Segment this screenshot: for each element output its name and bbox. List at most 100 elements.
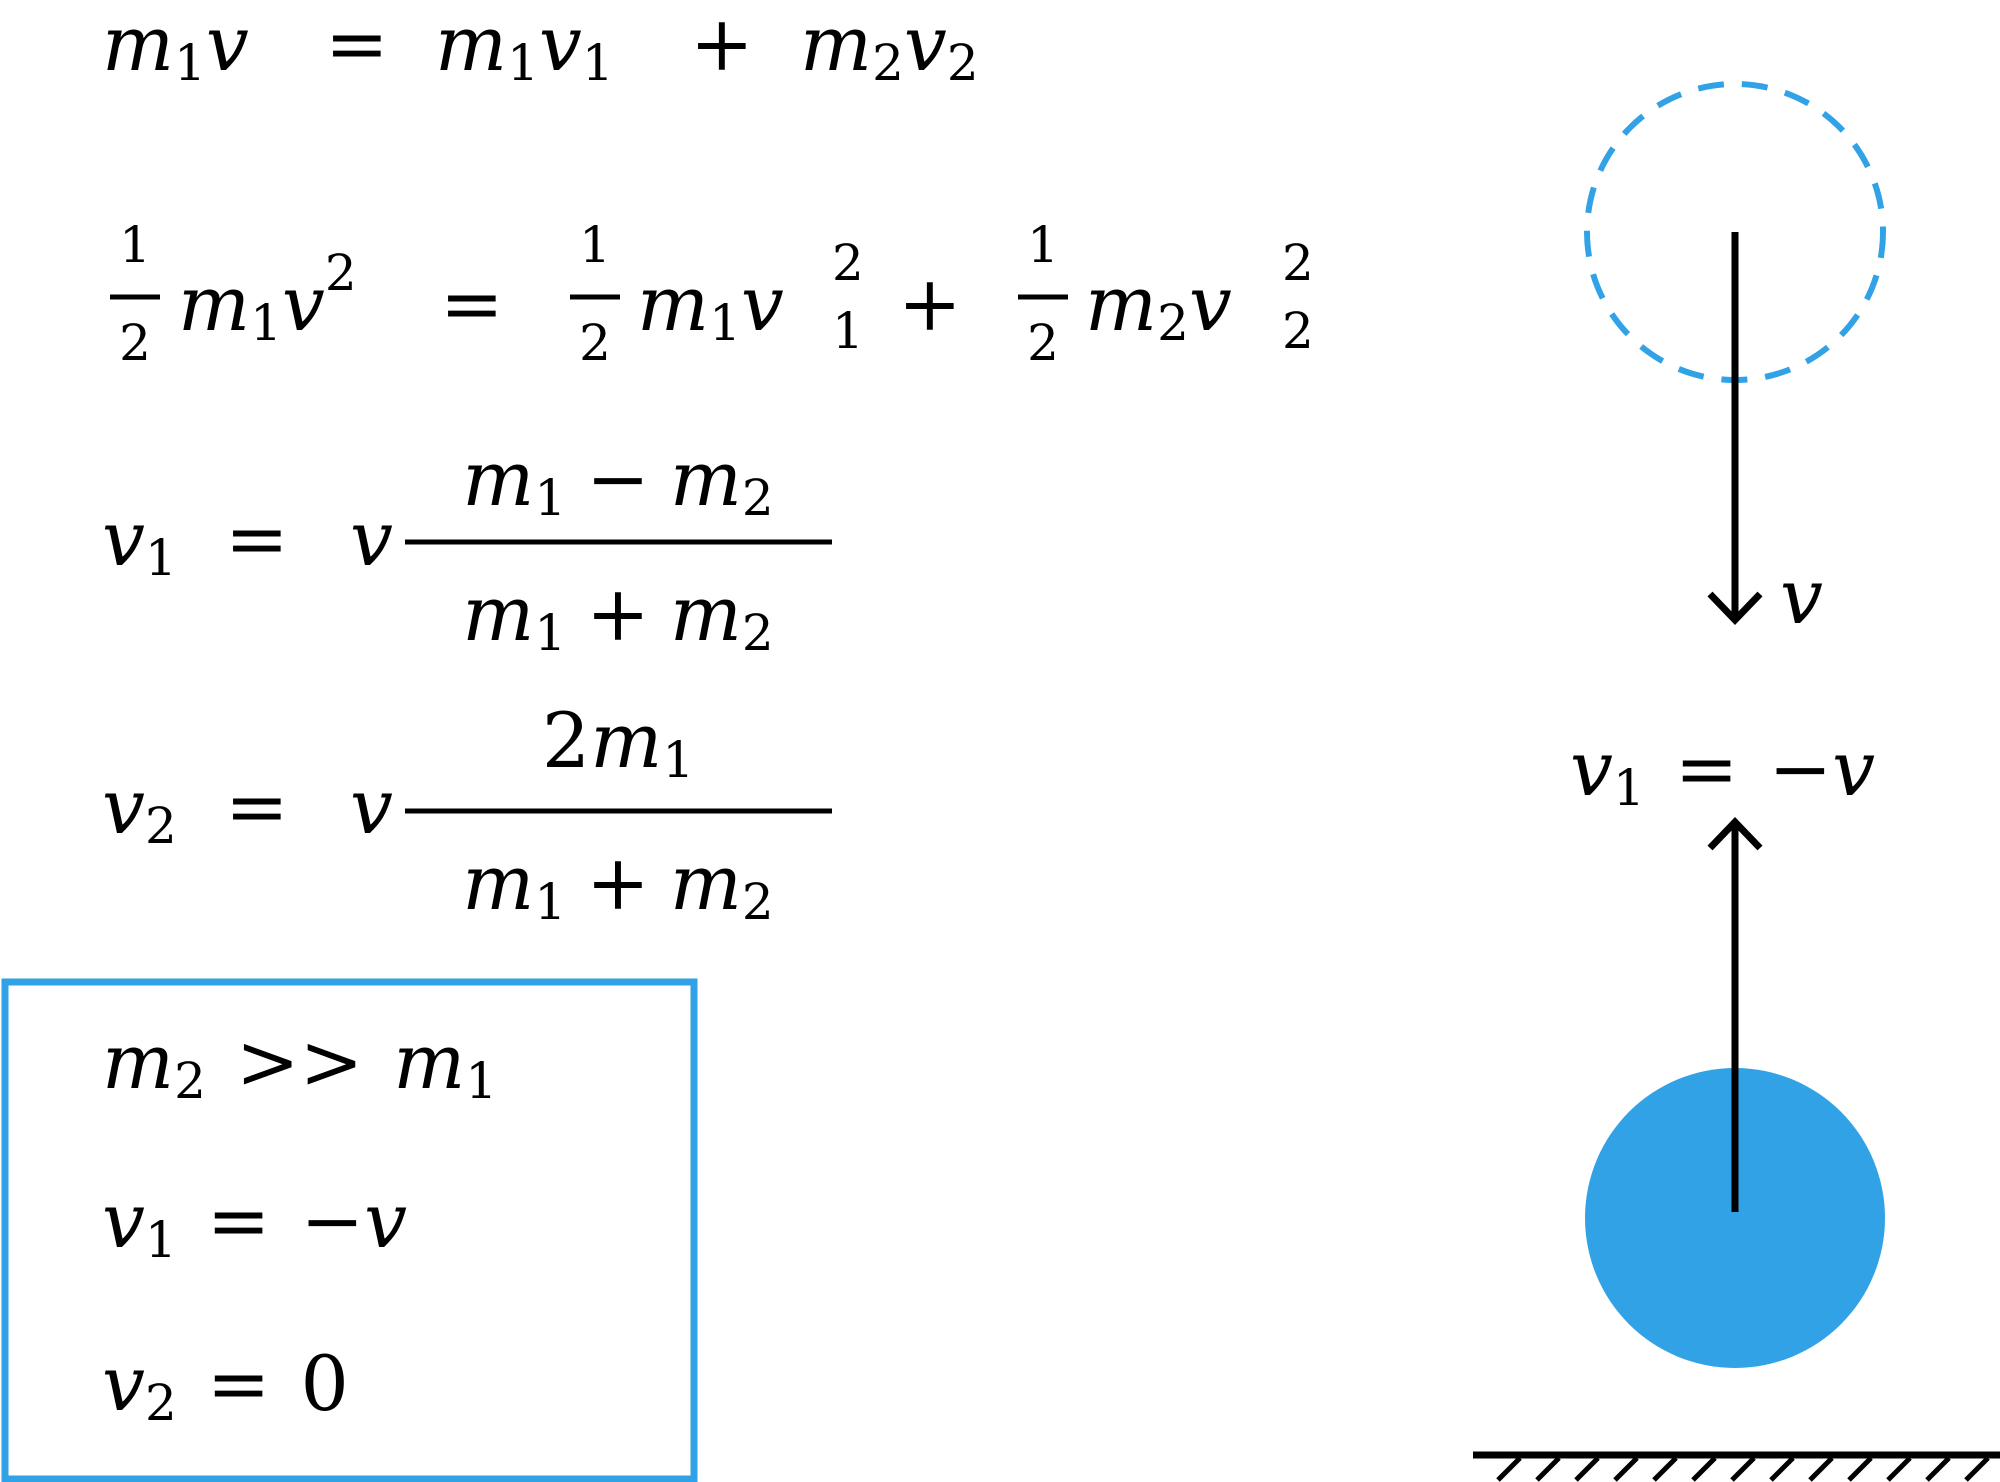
svg-text:m1+m2: m1+m2 [462, 838, 773, 931]
v1-num-m1: m [462, 434, 534, 523]
v1-formula: v1 = v m1−m2 m1+m2 [102, 434, 832, 662]
energy-equation: 1 2 m1v2 = 1 2 m1v 2 1 + 1 2 m2v 2 2 [110, 216, 1314, 372]
rebound-velocity-arrow [1707, 816, 1763, 1212]
result-box-frame [1, 978, 698, 1482]
result-box: m2>>m1 v1=−v v2=0 [1, 978, 698, 1482]
ground-hatch-stroke [1964, 1456, 1990, 1482]
v2-formula-factor: v [350, 762, 393, 851]
energy-equals: = [440, 259, 504, 348]
svg-text:m1v1: m1v1 [435, 0, 614, 92]
v2-formula-lhs: v [102, 762, 145, 851]
energy-t1-m-sub: 1 [709, 294, 741, 352]
v2-formula: v2 = v 2m1 m1+m2 [102, 696, 832, 931]
momentum-t2-m-sub: 2 [872, 34, 904, 92]
rebound-label-minus: − [1768, 724, 1832, 813]
energy-lhs-m-sub: 1 [250, 294, 282, 352]
v2-den-m1-sub: 1 [534, 873, 566, 931]
momentum-lhs-v: v [206, 0, 249, 88]
rebound-label-v: v [1570, 724, 1613, 813]
ground-hatch-stroke [1613, 1456, 1639, 1482]
incoming-arrowhead [1707, 591, 1763, 626]
momentum-lhs-m-sub: 1 [174, 34, 206, 92]
energy-t1-v-sub: 1 [832, 302, 864, 360]
v1-num-m2: m [670, 434, 742, 523]
result-v2-rhs: 0 [300, 1339, 348, 1428]
ground-surface [1473, 1451, 2000, 1482]
v1-num-op: − [586, 434, 650, 523]
rebound-arrowhead [1707, 816, 1763, 851]
v1-formula-equals: = [225, 494, 289, 583]
energy-t1-v-sup: 2 [832, 234, 864, 292]
v1-formula-factor: v [350, 494, 393, 583]
svg-text:m1+m2: m1+m2 [462, 569, 773, 662]
energy-lhs-m: m [178, 259, 250, 348]
energy-lhs-half-num: 1 [119, 216, 151, 274]
svg-text:2m1: 2m1 [542, 696, 694, 789]
ground-hatch-stroke [1925, 1456, 1951, 1482]
energy-t2-m-sub: 2 [1157, 294, 1189, 352]
rebound-label-v-sub: 1 [1613, 759, 1645, 817]
svg-text:m1v2: m1v2 [178, 244, 357, 352]
svg-text:v2=0: v2=0 [102, 1339, 349, 1432]
momentum-lhs-m: m [102, 0, 174, 88]
momentum-t1-v-sub: 1 [582, 34, 614, 92]
result-v1-minus: − [300, 1176, 364, 1265]
ground-hatch-stroke [1535, 1456, 1561, 1482]
momentum-t2-v-sub: 2 [947, 34, 979, 92]
ground-hatch-stroke [1769, 1456, 1795, 1482]
result-v1-sub: 1 [145, 1211, 177, 1269]
svg-text:m2v2: m2v2 [800, 0, 979, 92]
svg-text:v1: v1 [102, 494, 177, 587]
result-m2-sub: 2 [174, 1052, 206, 1110]
v1-formula-lhs-sub: 1 [145, 529, 177, 587]
svg-text:m1v: m1v [102, 0, 249, 92]
energy-lhs-v-sup: 2 [325, 244, 357, 302]
energy-t1-v: v [741, 259, 784, 348]
momentum-t2-v: v [904, 0, 947, 88]
svg-text:v2: v2 [102, 762, 177, 855]
rebound-label-equals: = [1675, 724, 1739, 813]
v2-num-coef: 2 [542, 696, 590, 785]
ground-hatch-stroke [1886, 1456, 1912, 1482]
energy-t2-v-sup: 2 [1282, 234, 1314, 292]
result-v1: v [102, 1176, 145, 1265]
v2-den-m2: m [670, 838, 742, 927]
momentum-equation: m1v = m1v1 + m2v2 [102, 0, 979, 92]
svg-text:m2v: m2v [1085, 259, 1232, 352]
v2-num-m-sub: 1 [662, 731, 694, 789]
incoming-velocity-label: v [1780, 552, 1823, 641]
momentum-equals: = [325, 0, 389, 88]
v1-num-m1-sub: 1 [534, 469, 566, 527]
incoming-velocity-arrow [1707, 232, 1763, 626]
v1-num-m2-sub: 2 [742, 469, 774, 527]
ball-after-impact [1585, 1068, 1885, 1368]
result-m1-sub: 1 [465, 1052, 497, 1110]
energy-t2-m: m [1085, 259, 1157, 348]
ground-hatch-stroke [1730, 1456, 1756, 1482]
momentum-t1-m-sub: 1 [507, 34, 539, 92]
v2-num-m: m [590, 696, 662, 785]
svg-text:m1−m2: m1−m2 [462, 434, 773, 527]
v2-den-m1: m [462, 838, 534, 927]
energy-t1-m: m [637, 259, 709, 348]
result-v2-equals: = [207, 1339, 271, 1428]
rebound-label-rhs: v [1832, 724, 1875, 813]
svg-text:m2>>m1: m2>>m1 [102, 1017, 497, 1110]
ground-hatch-stroke [1496, 1456, 1522, 1482]
result-v2: v [102, 1339, 145, 1428]
energy-t2-v-sub: 2 [1282, 302, 1314, 360]
momentum-t2-m: m [800, 0, 872, 88]
v1-den-m2-sub: 2 [742, 604, 774, 662]
ground-hatch-stroke [1808, 1456, 1834, 1482]
energy-t2-half-den: 2 [1027, 314, 1059, 372]
ground-hatch-stroke [1652, 1456, 1678, 1482]
ground-hatch-stroke [1574, 1456, 1600, 1482]
result-m2: m [102, 1017, 174, 1106]
svg-text:v1=−v: v1=−v [102, 1176, 407, 1269]
energy-lhs-v: v [282, 259, 325, 348]
v2-den-m2-sub: 2 [742, 873, 774, 931]
v1-formula-lhs: v [102, 494, 145, 583]
v2-formula-equals: = [225, 762, 289, 851]
v1-den-m1-sub: 1 [534, 604, 566, 662]
